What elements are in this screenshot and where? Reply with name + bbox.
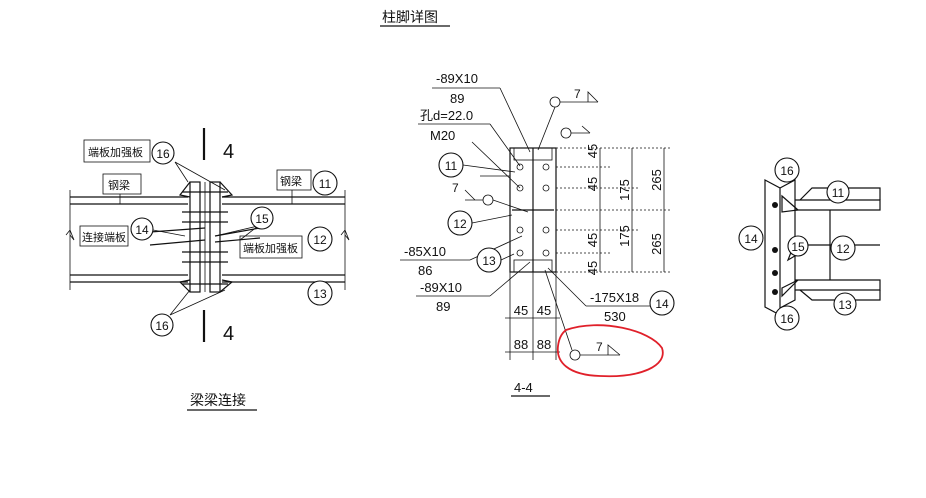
section-label: 4-4 — [514, 380, 533, 395]
svg-text:7: 7 — [452, 181, 459, 195]
weld-symbol-left: 7 — [452, 175, 529, 213]
svg-text:45: 45 — [585, 233, 600, 247]
label-plate-low-width: 89 — [436, 299, 450, 314]
bubble-14: 14 — [655, 297, 669, 311]
right-3d-view: 16 11 14 15 12 13 16 — [738, 157, 881, 331]
bubble-16: 16 — [780, 164, 794, 178]
bubble-13: 13 — [313, 287, 327, 301]
bubble-12: 12 — [313, 233, 327, 247]
dimensions-right: 45 45 175 265 45 175 265 45 — [556, 144, 672, 275]
bubble-11: 11 — [832, 186, 845, 200]
section-mark-top: 4 — [223, 141, 234, 163]
label-bolt: M20 — [430, 128, 455, 143]
label-plate-low: -89X10 — [420, 280, 462, 295]
label-hole: 孔d=22.0 — [420, 108, 473, 123]
svg-text:265: 265 — [649, 169, 664, 191]
svg-text:45: 45 — [585, 177, 600, 191]
red-highlight-circle — [556, 324, 664, 378]
left-elevation-view: 4 4 — [65, 128, 350, 345]
label-top-plate-width: 89 — [450, 91, 464, 106]
bubble-11: 11 — [445, 159, 458, 173]
svg-text:175: 175 — [617, 225, 632, 247]
title-beam-connection: 梁梁连接 — [190, 392, 246, 409]
label-plate-mid-width: 86 — [418, 263, 432, 278]
bubble-12: 12 — [453, 217, 467, 231]
bubble-13: 13 — [838, 298, 852, 312]
bubble-15: 15 — [791, 240, 805, 254]
label-plate-right: -175X18 — [590, 290, 639, 305]
svg-text:88: 88 — [514, 337, 528, 352]
bubble-15: 15 — [255, 212, 269, 226]
svg-text:88: 88 — [537, 337, 551, 352]
bubble-16: 16 — [156, 147, 170, 161]
label-end-plate-stiffener: 端板加强板 — [88, 145, 143, 159]
section-4-4-view: 45 45 175 265 45 175 265 45 45 45 88 88 … — [400, 71, 675, 397]
bolt-rows — [516, 163, 550, 257]
bubble-14: 14 — [135, 223, 149, 237]
label-steel-beam: 钢梁 — [108, 178, 130, 192]
label-box — [102, 173, 142, 195]
title-column-base-detail: 柱脚详图 — [382, 10, 438, 26]
svg-text:175: 175 — [617, 179, 632, 201]
section-mark-bottom: 4 — [223, 323, 234, 345]
bubble-13: 13 — [482, 254, 496, 268]
label-connect-end-plate: 连接端板 — [82, 230, 126, 244]
label-end-plate-stiffener-right: 端板加强板 — [243, 241, 298, 255]
svg-text:265: 265 — [649, 233, 664, 255]
svg-text:45: 45 — [585, 261, 600, 275]
label-plate-mid: -85X10 — [404, 244, 446, 259]
svg-text:7: 7 — [596, 340, 603, 354]
bubble-16: 16 — [780, 312, 794, 326]
svg-text:45: 45 — [537, 303, 551, 318]
label-steel-beam-right: 钢梁 — [280, 174, 302, 188]
label-plate-right-width: 530 — [604, 309, 626, 324]
label-top-plate: -89X10 — [436, 71, 478, 86]
bubble-14: 14 — [744, 232, 758, 246]
weld-symbol-top: 7 — [537, 87, 599, 151]
svg-text:7: 7 — [574, 87, 581, 101]
weld-symbol-bottom: 7 — [544, 269, 621, 361]
bolt-group — [182, 191, 228, 285]
bubble-16: 16 — [155, 319, 169, 333]
label-box — [276, 169, 312, 191]
bubble-12: 12 — [836, 242, 850, 256]
label-box — [79, 225, 129, 247]
svg-text:45: 45 — [585, 144, 600, 158]
label-box — [83, 139, 151, 163]
bubble-11: 11 — [319, 177, 332, 191]
svg-text:45: 45 — [514, 303, 528, 318]
dimensions-bottom: 45 45 88 88 — [505, 272, 560, 360]
label-box — [239, 235, 303, 259]
